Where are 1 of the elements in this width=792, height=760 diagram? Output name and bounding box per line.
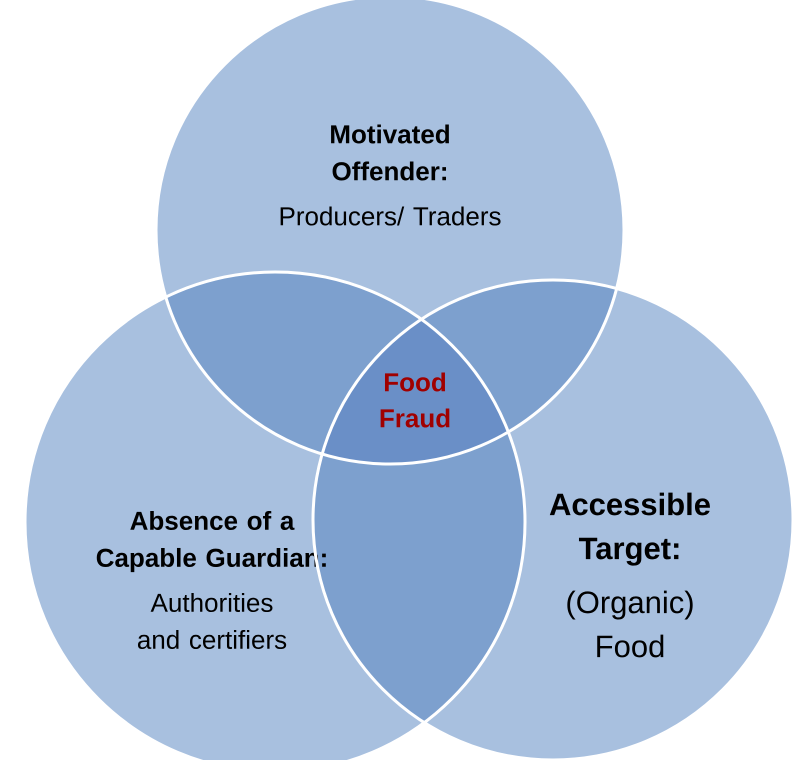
center-label: Food Fraud (380, 372, 450, 428)
